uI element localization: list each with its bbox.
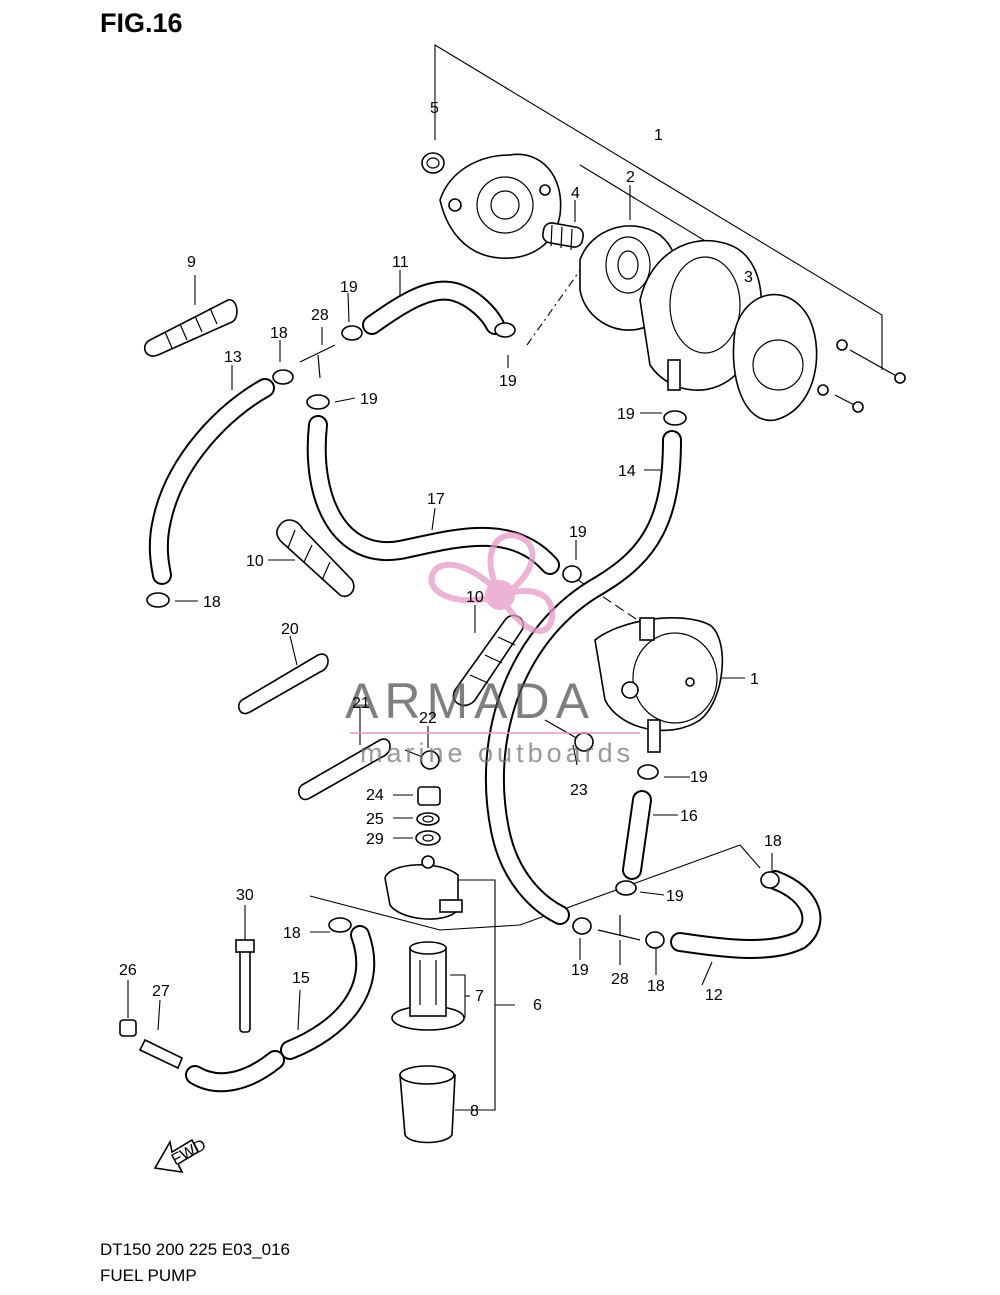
callout: 10: [466, 589, 484, 606]
callout: 15: [292, 970, 310, 987]
filter-element-7: [391, 941, 465, 1031]
callout: 18: [270, 325, 288, 342]
callout: 19: [617, 406, 635, 423]
hose-16: [622, 790, 652, 880]
fuel-pump-cover: [439, 153, 562, 259]
filter-cup-8: [399, 1065, 456, 1144]
bolt-22: [404, 749, 440, 770]
hose-17: [306, 415, 560, 575]
fuel-filter-head-6: [384, 855, 463, 920]
callout: 25: [366, 811, 384, 828]
model-code: DT150 200 225 E03_016: [100, 1240, 290, 1259]
callout: 23: [570, 782, 588, 799]
clamps: [146, 322, 780, 949]
callout: 19: [571, 962, 589, 979]
bracket-21: [298, 738, 391, 801]
t-joint-28-lower: [597, 915, 641, 941]
callout: 7: [475, 988, 484, 1005]
spiral-wrap-10-right: [452, 614, 525, 707]
cap-26: [119, 1019, 137, 1037]
hose-14: [484, 430, 682, 925]
callout: 10: [246, 553, 264, 570]
fuel-pump-1: [594, 616, 724, 753]
callout: 19: [499, 373, 517, 390]
spiral-wrap-10-left: [276, 519, 355, 598]
callout: 12: [705, 987, 723, 1004]
callout: 3: [744, 269, 753, 286]
callout: 19: [340, 279, 358, 296]
callout: 28: [311, 307, 329, 324]
washer-29: [415, 830, 441, 846]
callout-numbers: 1 1 2 3 4 5 6 7 8 9 10 10 11 12 13 14 15…: [119, 100, 782, 1120]
callout: 2: [626, 169, 635, 186]
callout: 19: [360, 391, 378, 408]
watermark: ARMADA marine outboards: [345, 532, 640, 768]
watermark-brand: ARMADA: [345, 673, 595, 729]
bolt-short: [817, 384, 864, 413]
figure-title: FIG.16: [100, 8, 183, 38]
forward-arrow-icon: FWD: [153, 1137, 209, 1174]
callout: 19: [569, 524, 587, 541]
bolt-long: [836, 339, 906, 384]
callout: 13: [224, 349, 242, 366]
callout: 5: [430, 100, 439, 117]
tie-wrap-30: [235, 939, 255, 1033]
watermark-tagline: marine outboards: [360, 738, 634, 768]
callout: 18: [283, 925, 301, 942]
callout: 1: [654, 127, 663, 144]
o-ring-5: [421, 152, 445, 174]
callout: 8: [470, 1103, 479, 1120]
spring-4: [542, 222, 584, 251]
figure-name: FUEL PUMP: [100, 1266, 197, 1285]
callout: 18: [764, 833, 782, 850]
hose-11: [362, 280, 505, 335]
callout: 17: [427, 491, 445, 508]
hose-12: [670, 870, 822, 959]
callout: 30: [236, 887, 254, 904]
callout: 22: [419, 710, 437, 727]
hose-13: [148, 378, 275, 585]
callout: 27: [152, 983, 170, 1000]
callout: 19: [690, 769, 708, 786]
callout: 18: [647, 978, 665, 995]
callout: 21: [352, 695, 370, 712]
nut-24: [417, 786, 441, 806]
connector-27: [138, 1038, 184, 1070]
protector-9: [143, 299, 238, 357]
callout: 24: [366, 787, 384, 804]
bracket-20: [238, 653, 329, 715]
callout: 28: [611, 971, 629, 988]
callout: 1: [750, 671, 759, 688]
callout: 29: [366, 831, 384, 848]
washer-25: [416, 812, 440, 826]
callout: 14: [618, 463, 636, 480]
hose-15: [185, 925, 376, 1093]
callout: 6: [533, 997, 542, 1014]
propeller-logo-icon: [428, 532, 556, 634]
callout: 9: [187, 254, 196, 271]
pump-back-plate: [732, 293, 818, 422]
callout: 19: [666, 888, 684, 905]
callout: 4: [571, 185, 580, 202]
callout: 18: [203, 594, 221, 611]
t-joint-28-upper: [299, 344, 336, 379]
callout: 20: [281, 621, 299, 638]
callout: 11: [392, 254, 409, 271]
callout: 26: [119, 962, 137, 979]
callout: 16: [680, 808, 698, 825]
